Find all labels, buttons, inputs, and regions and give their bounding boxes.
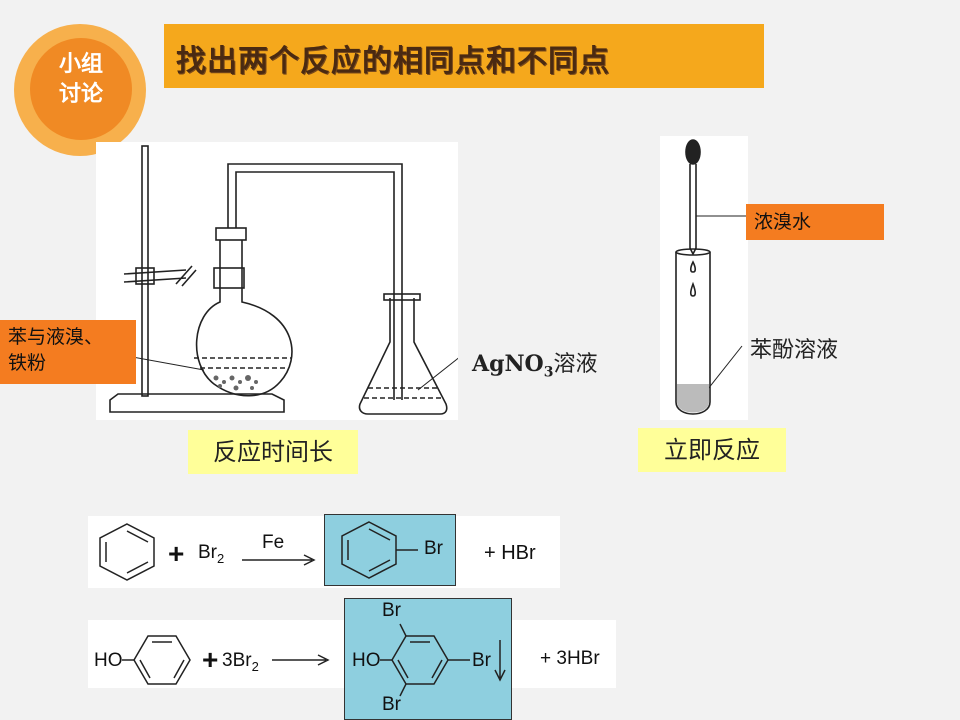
phenol-apparatus-diagram (675, 139, 748, 415)
title-bar (164, 24, 764, 88)
phenol-apparatus-panel (660, 136, 748, 420)
clamp-arm (123, 269, 187, 283)
page-title: 找出两个反应的相同点和不同点 (176, 44, 610, 79)
phenol-solution (677, 384, 709, 413)
tube-pointer-line (703, 345, 743, 395)
tribromophenol-structure (380, 623, 470, 697)
phenol-solution-label: 苯酚溶液 (750, 338, 839, 363)
equation-2-plus: + (202, 644, 219, 675)
conical-flask-mouth (383, 293, 421, 301)
equation-2-br-right: Br (472, 650, 491, 671)
reagent-label-line-2: 铁粉 (8, 352, 47, 374)
equation-1-catalyst: Fe (262, 532, 285, 553)
delivery-tube (227, 163, 403, 400)
equation-2-byproduct: + 3HBr (540, 648, 600, 669)
dropper-bulb (685, 139, 701, 165)
equation-1-arrow (242, 554, 316, 566)
discussion-badge-inner (30, 38, 132, 140)
equation-2-product-oh: HO (352, 650, 381, 671)
equation-2-product-highlight (344, 598, 512, 720)
bromination-apparatus-panel (96, 142, 467, 420)
drop-2 (689, 281, 697, 297)
clamp-ring (213, 267, 245, 289)
equation-2-arrow (272, 654, 330, 666)
drop-1 (689, 260, 697, 273)
stand-rod (141, 145, 149, 397)
iron-powder (213, 375, 258, 391)
discussion-badge-text: 小组 讨论 (30, 50, 132, 110)
agno3-label-tail: 溶液 (553, 352, 598, 377)
round-flask (195, 238, 293, 397)
equation-2-br-top: Br (382, 600, 401, 621)
equation-1-bromine-main: Br (198, 542, 217, 563)
equation-1-product-highlight (324, 514, 456, 586)
reagent-label-line-1: 苯与液溴、 (8, 326, 104, 348)
left-caption: 反应时间长 (188, 430, 358, 474)
reagent-label: 苯与液溴、 铁粉 (0, 320, 136, 384)
equation-1-plus: + (168, 538, 185, 569)
equation-1-byproduct: + HBr (484, 542, 536, 564)
agno3-label-sub: 3 (543, 364, 554, 381)
stand-base (109, 393, 285, 413)
clamp-screw (175, 265, 197, 287)
product-pointer-line (417, 351, 467, 391)
flask-stopper (215, 227, 247, 241)
badge-line-1: 小组 (58, 52, 103, 77)
agno3-label: AgNO3溶液 (472, 346, 598, 380)
equation-2-bromine: 3Br2 (222, 650, 259, 674)
bromination-apparatus-diagram (109, 145, 467, 415)
equation-1-bromine: Br2 (198, 542, 224, 566)
equation-2-br-bottom: Br (382, 694, 401, 715)
bromine-water-label: 浓溴水 (746, 204, 884, 240)
test-tube (675, 252, 711, 415)
right-caption: 立即反应 (638, 428, 786, 472)
dropper-tube (689, 164, 697, 256)
equation-2-bromine-sub: 2 (251, 658, 259, 674)
equation-2-bromine-main: 3Br (222, 650, 252, 671)
test-tube-mouth (675, 248, 711, 256)
benzene-structure (99, 523, 155, 581)
agno3-label-main: AgNO (472, 351, 544, 377)
clamp-boss (135, 267, 155, 285)
bromobenzene-structure (341, 521, 418, 579)
badge-line-2: 讨论 (58, 82, 103, 107)
equation-1-bromine-sub: 2 (217, 550, 225, 566)
phenol-structure (122, 635, 191, 685)
precipitate-arrow-icon (494, 640, 506, 682)
conical-flask (358, 298, 448, 415)
equation-1-product-br: Br (424, 538, 443, 559)
equation-2-phenol-oh: HO (94, 650, 123, 671)
